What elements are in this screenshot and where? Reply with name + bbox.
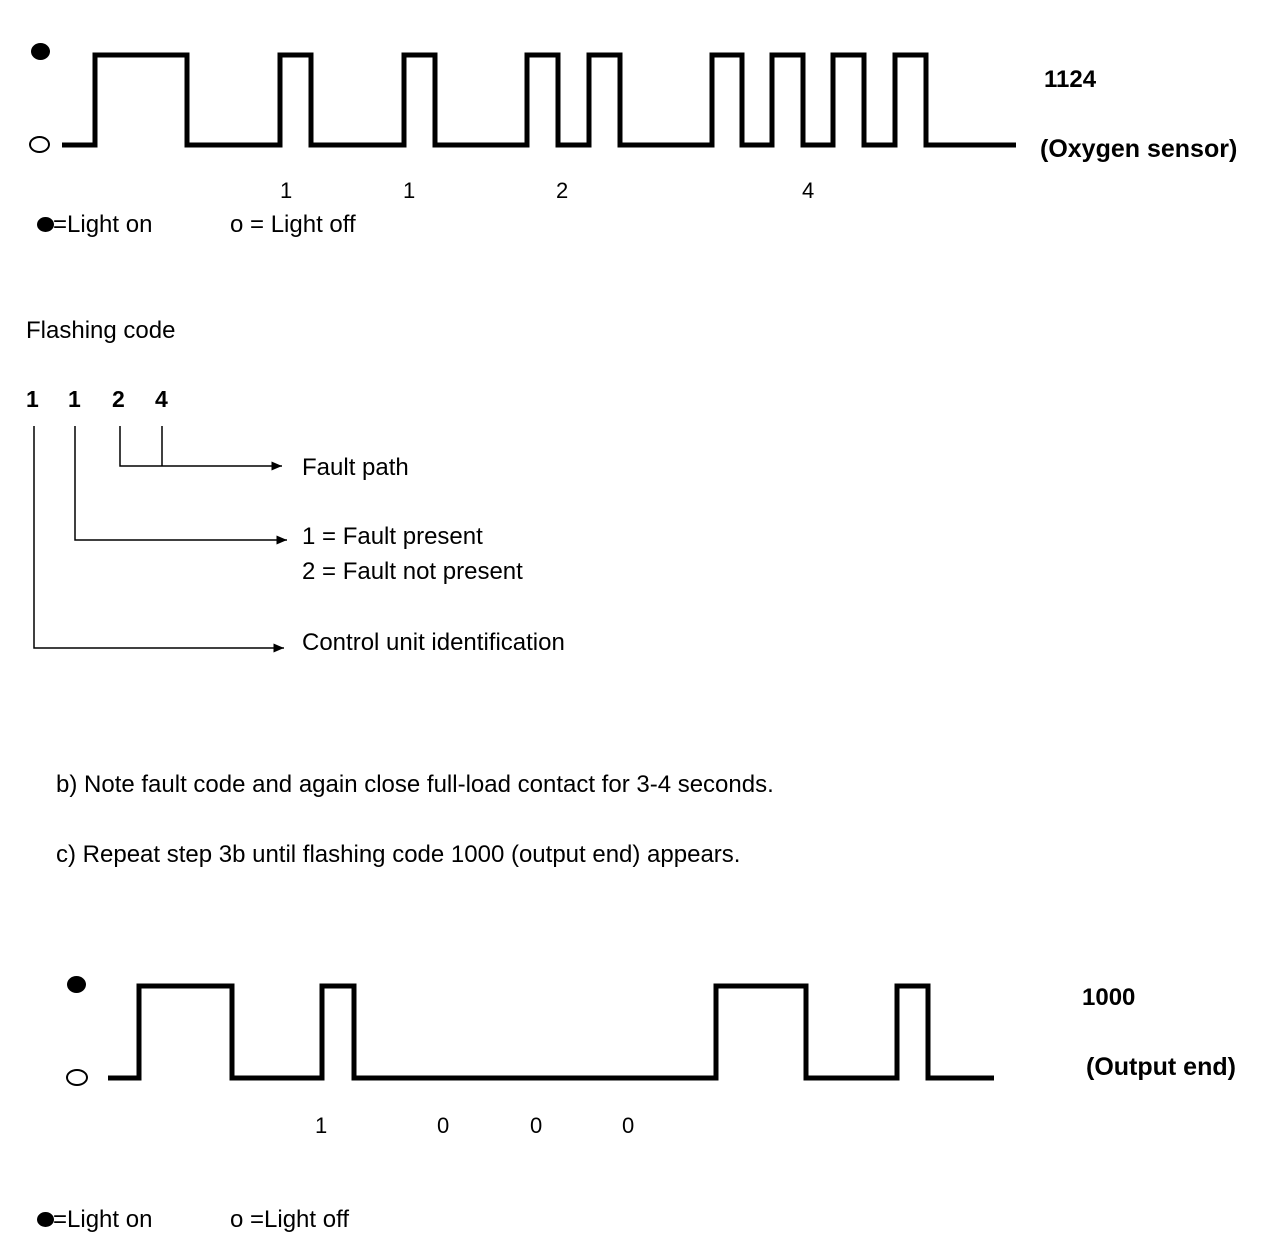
flashing-digit: 2 bbox=[112, 386, 125, 412]
fault-path-connector bbox=[119, 426, 282, 471]
waveform-1000 bbox=[108, 983, 994, 1081]
digit-label: 1 bbox=[403, 178, 416, 203]
flashing-code-heading: Flashing code bbox=[26, 317, 176, 344]
flashing-digit: 1 bbox=[26, 386, 39, 412]
step-b-text: b) Note fault code and again close full-… bbox=[56, 771, 774, 798]
fault-present-connector bbox=[74, 426, 287, 545]
legend-light-on: =Light on bbox=[53, 1206, 153, 1233]
legend-light-on: =Light on bbox=[53, 211, 153, 238]
light-off-marker bbox=[29, 136, 50, 153]
flashing-digit: 1 bbox=[68, 386, 81, 412]
code-1000-label: 1000 bbox=[1082, 984, 1136, 1011]
digit-label: 2 bbox=[556, 178, 569, 203]
legend-light-on-icon bbox=[37, 217, 54, 232]
control-unit-label: Control unit identification bbox=[302, 629, 565, 656]
flashing-digit: 4 bbox=[155, 386, 168, 412]
light-on-marker bbox=[31, 43, 50, 60]
light-on-marker bbox=[67, 976, 86, 993]
legend-light-off: o = Light off bbox=[230, 211, 356, 238]
fault-path-label: Fault path bbox=[302, 454, 409, 481]
digit-label: 0 bbox=[437, 1113, 450, 1138]
light-off-marker bbox=[66, 1069, 88, 1086]
output-end-label: (Output end) bbox=[1086, 1053, 1236, 1081]
legend-light-on-icon bbox=[37, 1212, 54, 1227]
digit-label: 0 bbox=[530, 1113, 543, 1138]
legend-light-off: o =Light off bbox=[230, 1206, 349, 1233]
step-c-text: c) Repeat step 3b until flashing code 10… bbox=[56, 841, 741, 868]
digit-label: 0 bbox=[622, 1113, 635, 1138]
digit-label: 1 bbox=[315, 1113, 328, 1138]
fault-present-label: 1 = Fault present bbox=[302, 523, 483, 550]
fault-not-present-label: 2 = Fault not present bbox=[302, 558, 523, 585]
control-unit-connector bbox=[33, 426, 284, 653]
code-1124-label: 1124 bbox=[1044, 66, 1097, 93]
oxygen-sensor-label: (Oxygen sensor) bbox=[1040, 135, 1238, 163]
waveform-1124 bbox=[62, 52, 1016, 148]
digit-label: 4 bbox=[802, 178, 815, 203]
digit-label: 1 bbox=[280, 178, 293, 203]
